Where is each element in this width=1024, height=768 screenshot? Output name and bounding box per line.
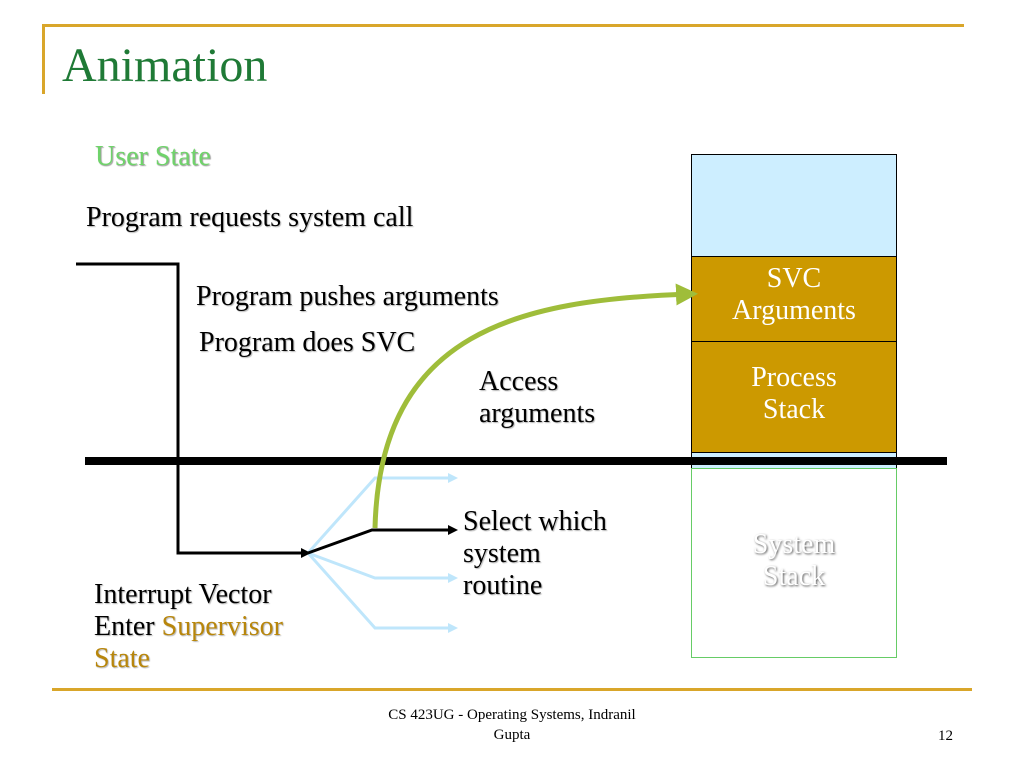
top-rule <box>42 24 964 27</box>
access-arguments-label: Access arguments <box>479 366 595 430</box>
step-request-syscall: Program requests system call <box>86 202 414 233</box>
step-do-svc: Program does SVC <box>199 327 416 358</box>
interrupt-vector-label: Interrupt Vector Enter Supervisor State <box>94 579 283 676</box>
interrupt-line: Interrupt Vector <box>94 579 272 610</box>
stack-system-stack: System Stack <box>691 468 897 658</box>
access-arguments-curve <box>372 283 698 529</box>
enter-line: Enter Supervisor <box>94 611 283 643</box>
access-line-2: arguments <box>479 398 596 430</box>
process-label-line-1: Process <box>751 362 837 393</box>
supervisor-word: Supervisor <box>161 611 283 643</box>
footer-line-1: CS 423UG - Operating Systems, Indranil <box>388 707 636 723</box>
stack-process-stack: Process Stack <box>691 341 897 453</box>
ghost-dispatch-arrows <box>306 473 458 633</box>
select-line-1: Select which <box>463 506 607 537</box>
footer-course: CS 423UG - Operating Systems, Indranil G… <box>362 706 662 745</box>
system-label-line-2: Stack <box>762 561 826 593</box>
system-label-line-1: System <box>752 529 836 560</box>
page-number: 12 <box>938 728 953 744</box>
bottom-rule <box>52 688 972 691</box>
process-label-line-2: Stack <box>762 394 826 426</box>
svc-label-line-2: Arguments <box>732 295 856 327</box>
svc-label-line-1: SVC <box>766 263 822 294</box>
control-flow-arrow <box>76 262 311 558</box>
stack-svc-arguments: SVC Arguments <box>691 256 897 342</box>
state-word: State <box>94 643 150 675</box>
select-routine-label: Select which system routine <box>463 506 607 603</box>
enter-word: Enter <box>94 611 155 643</box>
footer-line-2: Gupta <box>493 726 531 743</box>
slide-title: Animation <box>62 39 268 92</box>
left-rule <box>42 24 45 94</box>
select-routine-arrow <box>307 525 458 555</box>
user-state-label: User State <box>95 141 211 172</box>
access-line-1: Access <box>479 366 559 397</box>
step-push-arguments: Program pushes arguments <box>196 281 499 312</box>
select-line-2: system <box>463 538 541 570</box>
mode-boundary-line <box>85 457 947 465</box>
select-line-3: routine <box>463 570 543 602</box>
